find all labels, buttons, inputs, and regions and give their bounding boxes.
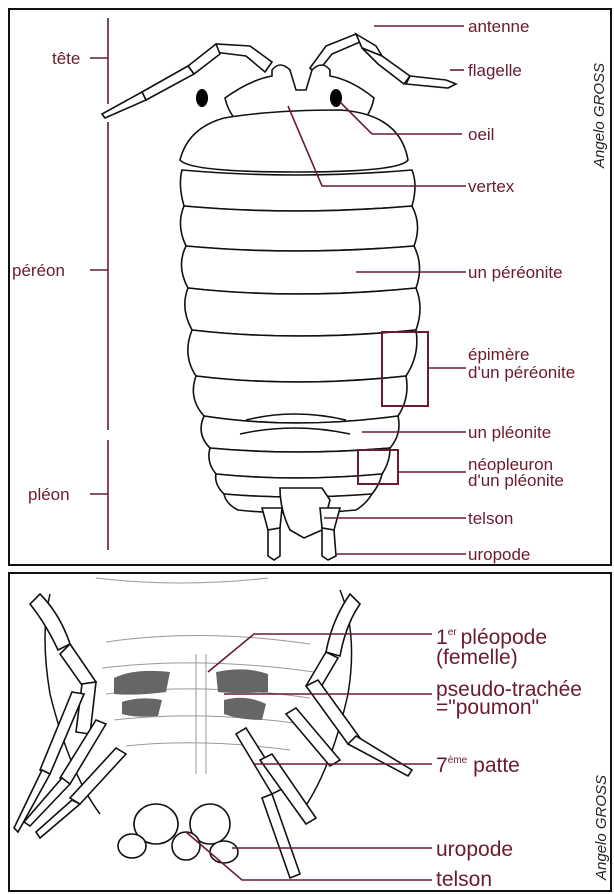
dorsal-view-diagram: tête péréon pléon antenne flagelle oeil … (10, 10, 610, 564)
signature-top: Angelo GROSS (591, 63, 608, 169)
dorsal-view-panel: tête péréon pléon antenne flagelle oeil … (8, 8, 612, 566)
label-telson-bottom: telson (436, 868, 492, 890)
label-oeil: oeil (468, 125, 494, 144)
label-flagelle: flagelle (468, 61, 522, 80)
label-epimere-line1: épimère (468, 345, 529, 364)
label-pereonite: un péréonite (468, 263, 563, 282)
left-eye (196, 89, 208, 107)
region-label-pleon: pléon (28, 485, 70, 504)
terminal-appendages (118, 804, 238, 863)
label-vertex: vertex (468, 177, 515, 196)
label-uropode: uropode (468, 545, 530, 564)
label-patte: 7ème patte (436, 754, 520, 777)
signature-bottom: Angelo GROSS (593, 775, 610, 881)
label-patte-text: patte (473, 754, 520, 777)
label-pleonite: un pléonite (468, 423, 551, 442)
body-edge-arc (96, 578, 268, 583)
region-label-pereon: péréon (12, 261, 65, 280)
region-label-tete: tête (52, 49, 80, 68)
label-epimere-line2: d'un péréonite (468, 363, 575, 382)
label-neopleuron-line2: d'un pléonite (468, 471, 564, 490)
label-patte-num: 7 (436, 754, 448, 777)
right-eye (330, 89, 342, 107)
label-pleopode-sup: er (448, 627, 458, 638)
label-patte-sup: ème (448, 755, 468, 766)
pereonites (180, 170, 420, 452)
label-telson: telson (468, 509, 513, 528)
label-uropode-bottom: uropode (436, 838, 513, 861)
region-brackets (90, 18, 108, 550)
label-antenne: antenne (468, 17, 529, 36)
label-pleopode-line2: (femelle) (436, 646, 518, 669)
label-pseudo-trachee-line2: ="poumon" (436, 696, 539, 719)
